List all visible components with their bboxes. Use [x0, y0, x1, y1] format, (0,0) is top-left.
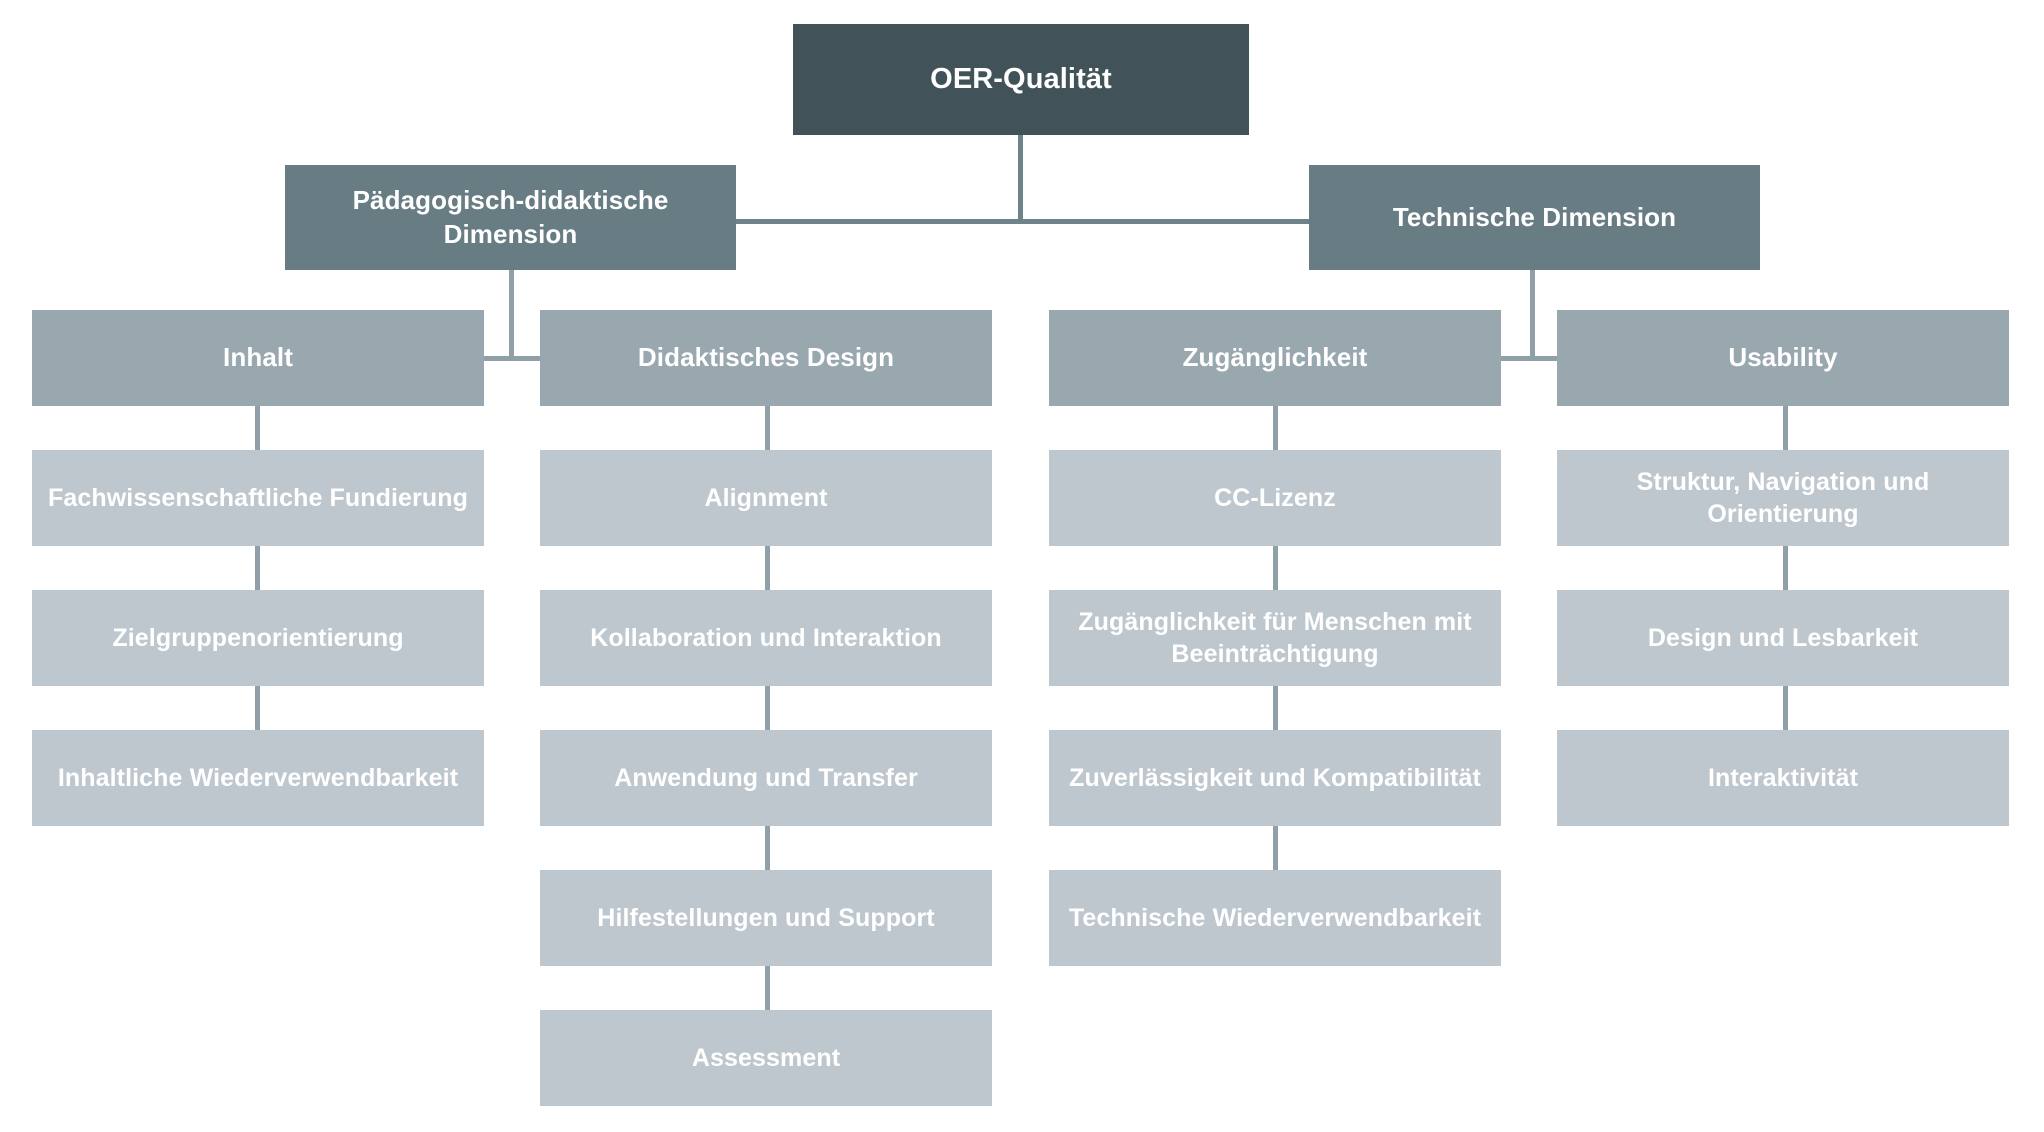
- node-criterion-kollaboration-und-interaktion[interactable]: Kollaboration und Interaktion: [540, 590, 992, 686]
- node-criterion-anwendung-und-transfer[interactable]: Anwendung und Transfer: [540, 730, 992, 826]
- node-criterion-design-und-lesbarkeit[interactable]: Design und Lesbarkeit: [1557, 590, 2009, 686]
- node-dimension-technisch[interactable]: Technische Dimension: [1309, 165, 1760, 270]
- node-criterion-fachwissenschaftliche-fundierung[interactable]: Fachwissenschaftliche Fundierung: [32, 450, 484, 546]
- node-criterion-assessment[interactable]: Assessment: [540, 1010, 992, 1106]
- node-root-oer-qualitaet[interactable]: OER-Qualität: [793, 24, 1249, 135]
- node-category-zugaenglichkeit[interactable]: Zugänglichkeit: [1049, 310, 1501, 406]
- connector-column-zugaenglichkeit: [1273, 406, 1278, 966]
- node-category-usability[interactable]: Usability: [1557, 310, 2009, 406]
- connector-root-stem: [1018, 135, 1023, 222]
- node-criterion-zuverlaessigkeit-und-kompatibilitaet[interactable]: Zuverlässigkeit und Kompatibilität: [1049, 730, 1501, 826]
- node-criterion-technische-wiederverwendbarkeit[interactable]: Technische Wiederverwendbarkeit: [1049, 870, 1501, 966]
- node-criterion-inhaltliche-wiederverwendbarkeit[interactable]: Inhaltliche Wiederverwendbarkeit: [32, 730, 484, 826]
- connector-pedagogical-category-crossbar: [257, 356, 770, 361]
- node-criterion-interaktivitaet[interactable]: Interaktivität: [1557, 730, 2009, 826]
- node-criterion-cc-lizenz[interactable]: CC-Lizenz: [1049, 450, 1501, 546]
- node-criterion-zielgruppenorientierung[interactable]: Zielgruppenorientierung: [32, 590, 484, 686]
- node-criterion-alignment[interactable]: Alignment: [540, 450, 992, 546]
- node-category-didaktisches-design[interactable]: Didaktisches Design: [540, 310, 992, 406]
- node-category-inhalt[interactable]: Inhalt: [32, 310, 484, 406]
- connector-pedagogical-stem: [509, 270, 514, 360]
- node-criterion-hilfestellungen-und-support[interactable]: Hilfestellungen und Support: [540, 870, 992, 966]
- connector-technical-category-crossbar: [1275, 356, 1788, 361]
- node-criterion-zugaenglichkeit-fuer-menschen-mit-beeintraechtigung[interactable]: Zugänglichkeit für Menschen mit Beeinträ…: [1049, 590, 1501, 686]
- node-dimension-paedagogisch-didaktisch[interactable]: Pädagogisch-didaktische Dimension: [285, 165, 736, 270]
- connector-technical-stem: [1530, 270, 1535, 360]
- node-criterion-struktur-navigation-und-orientierung[interactable]: Struktur, Navigation und Orientierung: [1557, 450, 2009, 546]
- connector-dimension-crossbar: [735, 219, 1310, 224]
